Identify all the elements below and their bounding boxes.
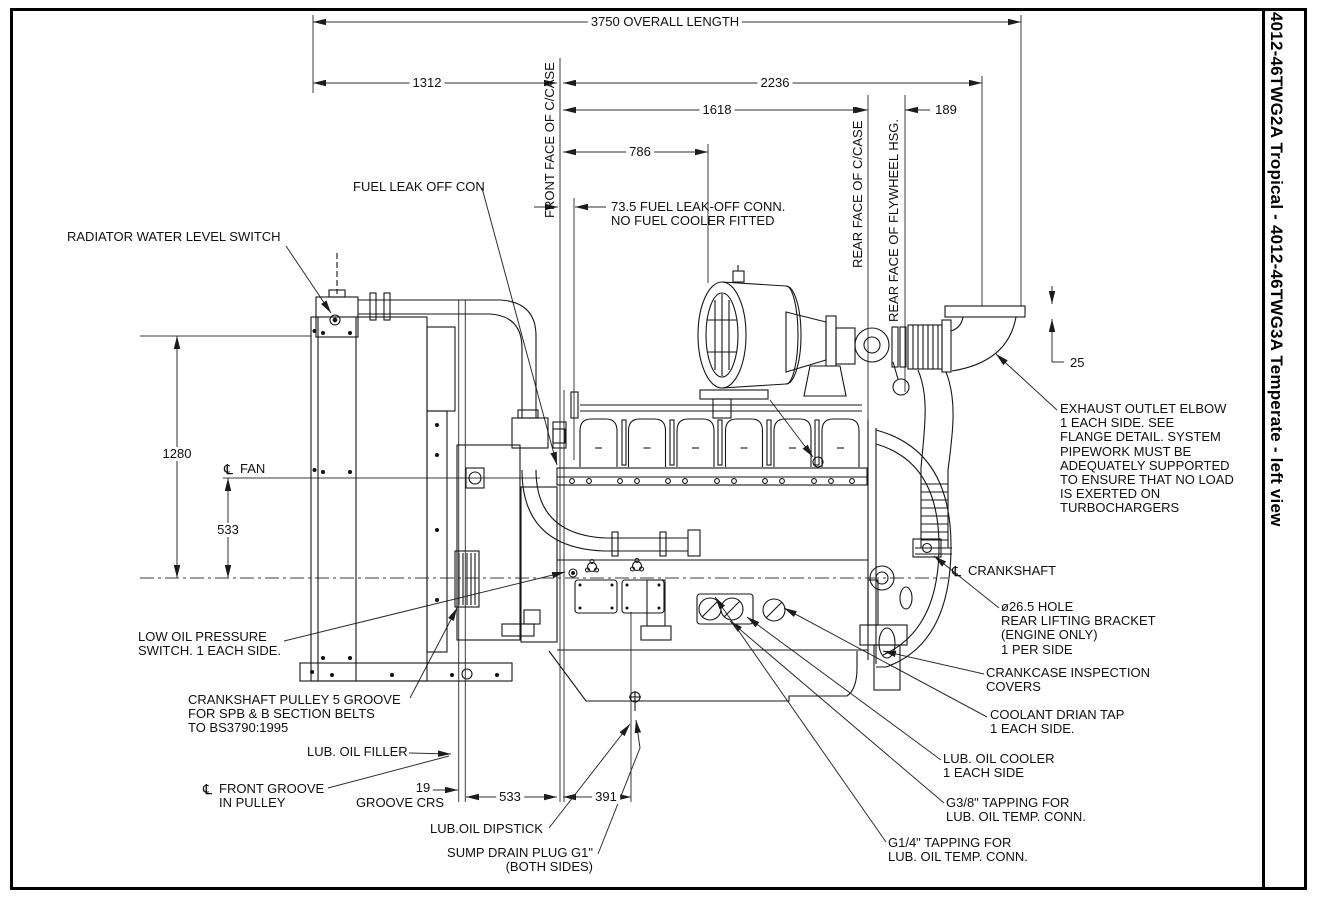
leader-lines	[283, 187, 1058, 855]
air-cleaner	[697, 265, 802, 419]
label-front-face-ccase: FRONT FACE OF C/CASE	[542, 62, 557, 218]
dim-19: 19	[412, 781, 434, 795]
dim-73-5-note: 73.5 FUEL LEAK-OFF CONN. NO FUEL COOLER …	[611, 199, 786, 229]
callout-lub-oil-cooler: LUB. OIL COOLER 1 EACH SIDE	[943, 751, 1055, 781]
callout-crankshaft-pulley: CRANKSHAFT PULLEY 5 GROOVE FOR SPB & B S…	[188, 692, 401, 736]
radiator	[299, 253, 537, 682]
callout-sump-drain-plug: SUMP DRAIN PLUG G1" (BOTH SIDES)	[447, 845, 593, 875]
callout-front-groove: ℄ FRONT GROOVE IN PULLEY	[203, 781, 325, 811]
sheet-border	[10, 8, 1307, 890]
callout-g14-tapping: G1/4" TAPPING FOR LUB. OIL TEMP. CONN.	[888, 835, 1028, 865]
centerline-symbol: ℄	[203, 781, 212, 797]
dim-2236: 2236	[757, 76, 793, 90]
callout-coolant-drain-tap: COOLANT DRIAN TAP 1 EACH SIDE.	[990, 707, 1125, 737]
oil-sump	[548, 650, 858, 711]
callout-lub-oil-dipstick: LUB.OIL DIPSTICK	[430, 821, 543, 836]
flywheel-housing	[859, 420, 952, 691]
drawing-title: 4012-46TWG2A Tropical - 4012-46TWG3A Tem…	[1267, 12, 1286, 527]
label-rear-face-ccase: REAR FACE OF C/CASE	[850, 120, 865, 268]
callout-exhaust-outlet-elbow: EXHAUST OUTLET ELBOW 1 EACH SIDE. SEE FL…	[1060, 401, 1234, 516]
dim-189: 189	[932, 103, 960, 117]
crankshaft-pulley	[454, 550, 480, 608]
label-crankshaft-centerline: ℄ CRANKSHAFT	[952, 563, 1057, 579]
dim-25: 25	[1070, 355, 1085, 370]
rear-lifting-bracket	[912, 538, 942, 558]
centerline-symbol: ℄	[952, 563, 961, 579]
callout-rear-lifting-bracket: ø26.5 HOLE REAR LIFTING BRACKET (ENGINE …	[1001, 599, 1156, 657]
callout-g38-tapping: G3/8" TAPPING FOR LUB. OIL TEMP. CONN.	[946, 795, 1086, 825]
callout-fuel-leak-off: FUEL LEAK OFF CON	[353, 179, 485, 194]
engine-block	[501, 391, 868, 651]
dim-391: 391	[592, 790, 620, 804]
dim-533-bottom: 533	[496, 790, 524, 804]
dim-1280: 1280	[159, 447, 195, 461]
label-fan-centerline: ℄ FAN	[224, 461, 266, 477]
label-rear-face-flywheel: REAR FACE OF FLYWHEEL HSG.	[886, 119, 901, 322]
dim-1618: 1618	[699, 103, 735, 117]
callout-radiator-water-level-switch: RADIATOR WATER LEVEL SWITCH	[67, 229, 281, 244]
dim-groove-crs: GROOVE CRS	[352, 796, 448, 810]
dim-786: 786	[626, 145, 654, 159]
centerline-symbol: ℄	[224, 461, 233, 477]
callout-lub-oil-filler: LUB. OIL FILLER	[307, 744, 408, 759]
callout-crankcase-inspection-covers: CRANKCASE INSPECTION COVERS	[986, 665, 1150, 695]
callout-low-oil-pressure-switch: LOW OIL PRESSURE SWITCH. 1 EACH SIDE.	[138, 629, 282, 659]
dim-1312: 1312	[409, 76, 445, 90]
dim-533-vertical: 533	[214, 523, 242, 537]
title-strip-divider	[1262, 8, 1265, 890]
dim-overall-length: 3750 OVERALL LENGTH	[587, 15, 743, 29]
exhaust-flange	[944, 305, 1026, 318]
